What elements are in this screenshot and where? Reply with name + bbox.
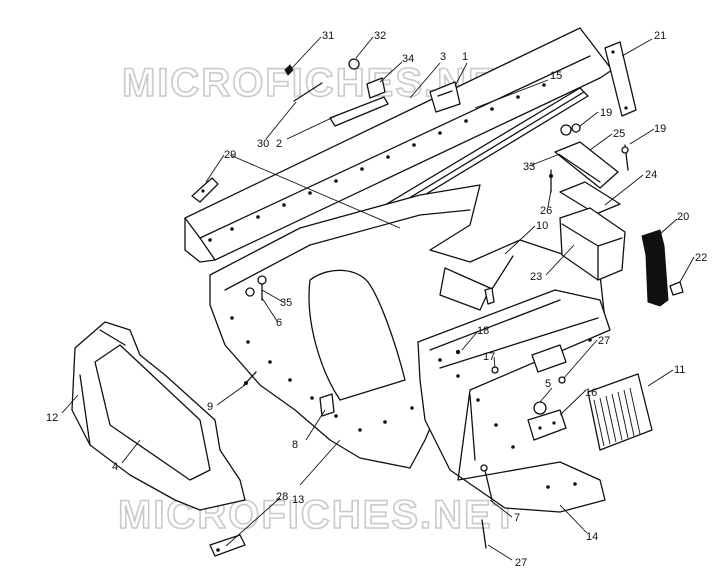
callout-20: 20	[677, 211, 689, 223]
upper-rail	[184, 27, 613, 263]
rod-10	[484, 255, 514, 305]
callout-33: 33	[523, 161, 535, 173]
pad-24	[559, 181, 621, 215]
body-panel	[209, 184, 606, 469]
screw-22	[669, 281, 684, 296]
callout-1: 1	[462, 51, 468, 63]
callout-30: 30	[257, 138, 269, 150]
callout-10: 10	[536, 220, 548, 232]
callout-22: 22	[695, 252, 707, 264]
latch-3	[429, 81, 461, 113]
callout-35: 35	[280, 297, 292, 309]
fastener-19b	[621, 144, 629, 171]
bracket-29	[191, 177, 219, 203]
callout-34: 34	[402, 53, 414, 65]
callout-11: 11	[674, 364, 685, 376]
nut-33	[560, 123, 581, 136]
bracket-28	[209, 534, 246, 557]
callout-18: 18	[477, 325, 489, 337]
callout-31: 31	[322, 30, 334, 42]
grille-plate-11	[587, 373, 653, 451]
callout-5: 5	[545, 378, 551, 390]
callout-15: 15	[550, 70, 562, 82]
callout-19b: 19	[654, 123, 666, 135]
front-bumper	[71, 321, 246, 511]
box-23	[559, 207, 626, 281]
bolt-9	[243, 371, 257, 386]
grip-20	[641, 229, 669, 307]
callout-23: 23	[530, 271, 542, 283]
callout-19a: 19	[600, 107, 612, 119]
bracket-21	[604, 41, 637, 117]
clip-30	[293, 82, 323, 102]
callout-14: 14	[586, 531, 598, 543]
nut-34	[348, 58, 360, 70]
callout-29: 29	[224, 149, 236, 161]
brace-2	[329, 96, 389, 127]
callout-27b: 27	[515, 557, 527, 569]
pin-27-upper	[558, 376, 566, 384]
callout-3: 3	[440, 51, 446, 63]
cap-5	[533, 401, 547, 415]
callout-12: 12	[46, 412, 58, 424]
callout-21: 21	[654, 30, 666, 42]
callout-4: 4	[112, 461, 118, 473]
callout-2: 2	[276, 138, 282, 150]
rivet-18	[455, 349, 461, 355]
callout-24: 24	[645, 169, 657, 181]
bolt-35	[245, 287, 255, 297]
callout-32: 32	[374, 30, 386, 42]
clip-31	[284, 64, 294, 76]
callout-labels: 1 2 3 4 5 6 7 8 9 10 11 12 13 14 15 16 1…	[46, 30, 707, 569]
pad-25	[554, 141, 619, 189]
clip-8	[319, 393, 335, 417]
callout-8: 8	[292, 439, 298, 451]
callout-7: 7	[514, 512, 520, 524]
pin-27-lower	[481, 519, 487, 549]
bracket-16	[527, 409, 567, 441]
callout-6: 6	[276, 317, 282, 329]
callout-13: 13	[292, 494, 304, 506]
pin-7	[480, 464, 493, 501]
callout-25: 25	[613, 128, 625, 140]
callout-26: 26	[540, 205, 552, 217]
callout-17: 17	[483, 351, 495, 363]
callout-9: 9	[207, 401, 213, 413]
hinge-32	[366, 77, 386, 99]
rivet-26	[549, 169, 553, 193]
callout-28: 28	[276, 491, 288, 503]
callout-16: 16	[585, 387, 597, 399]
leader-lines	[61, 36, 695, 561]
callout-27a: 27	[598, 335, 610, 347]
